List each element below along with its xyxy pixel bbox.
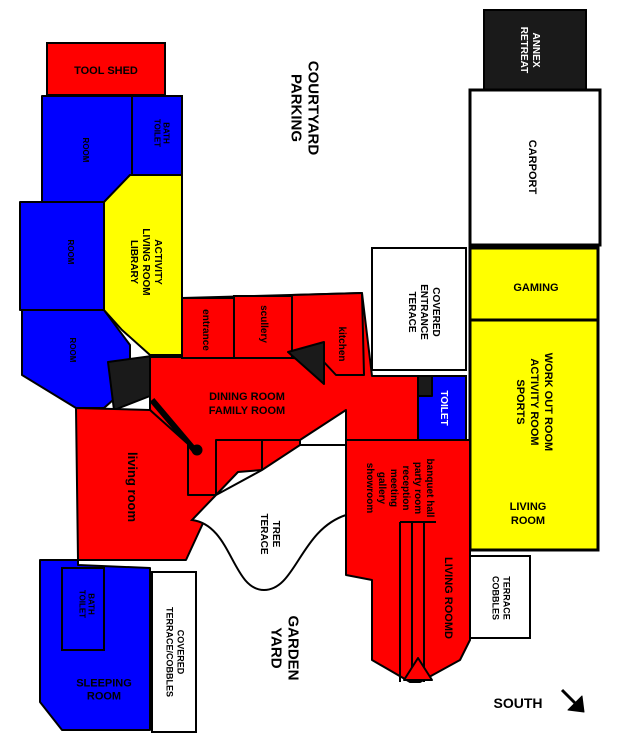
gaming-room	[468, 246, 600, 322]
south-label: SOUTH	[494, 695, 543, 711]
bath-toilet-bottom	[61, 567, 105, 651]
terrace-cobbles	[469, 555, 531, 639]
scullery-room	[233, 295, 293, 359]
tool-shed-label: TOOL SHED	[74, 65, 138, 77]
terrace-cobbles-label: TERRACECOBBLES	[490, 576, 511, 620]
bath-toilet-top-label: BATHTOILET	[152, 119, 170, 147]
tree-terrace-label: TREETERACE	[258, 513, 281, 554]
black-block-kitchen	[287, 341, 325, 385]
black-block-left	[107, 355, 153, 411]
living-roomd-label: LIVING ROOMD	[442, 557, 454, 639]
bath-toilet-top	[131, 95, 183, 176]
small-red-block-a	[215, 439, 263, 496]
covered-entrance-terace	[371, 247, 467, 371]
black-block-toilet	[417, 375, 433, 397]
partition-post	[191, 444, 203, 456]
library	[103, 174, 183, 356]
tool-shed	[46, 42, 166, 96]
annex-label: ANNEXRETREAT	[518, 27, 541, 73]
workout-room	[468, 318, 600, 552]
room-mid	[19, 201, 105, 311]
toilet-label: TOILET	[438, 390, 449, 425]
gaming-label: GAMING	[513, 282, 558, 294]
room-low-label: ROOM	[68, 338, 77, 363]
bath-toilet-bottom-label: BATHTOILET	[77, 590, 95, 618]
covered-terrace	[151, 571, 197, 733]
courtyard-label: COURTYARDPARKING	[288, 61, 322, 156]
covered-terrace-label: COVEREDTERRACE/COBBLES	[164, 607, 185, 697]
covered-entrance-label: COVEREDENTRANCETERACE	[406, 284, 441, 340]
banquet-bay	[403, 657, 433, 681]
banquet-hall	[345, 439, 471, 683]
workout-label: WORK OUT ROOMACTIVITY ROOMSPORTS	[514, 353, 554, 451]
room-top-label: ROOM	[81, 138, 90, 163]
kitchen-label: kitchen	[336, 326, 347, 361]
banquet-label: banquet hallparty roomreceptionmeetingga…	[364, 459, 435, 518]
carport	[468, 88, 602, 247]
scullery-label: scullery	[258, 305, 269, 343]
garden-yard-label: GARDENYARD	[268, 615, 302, 680]
arrow-down-right-icon	[567, 695, 585, 713]
living-room-red	[75, 407, 217, 561]
library-label: ACTIVITYLIVING ROOMLIBRARY	[128, 228, 163, 295]
living-room-red-label: living room	[125, 452, 140, 522]
carport-label: CARPORT	[526, 140, 538, 195]
room-mid-label: ROOM	[66, 240, 75, 265]
entrance-label: entrance	[200, 309, 211, 351]
